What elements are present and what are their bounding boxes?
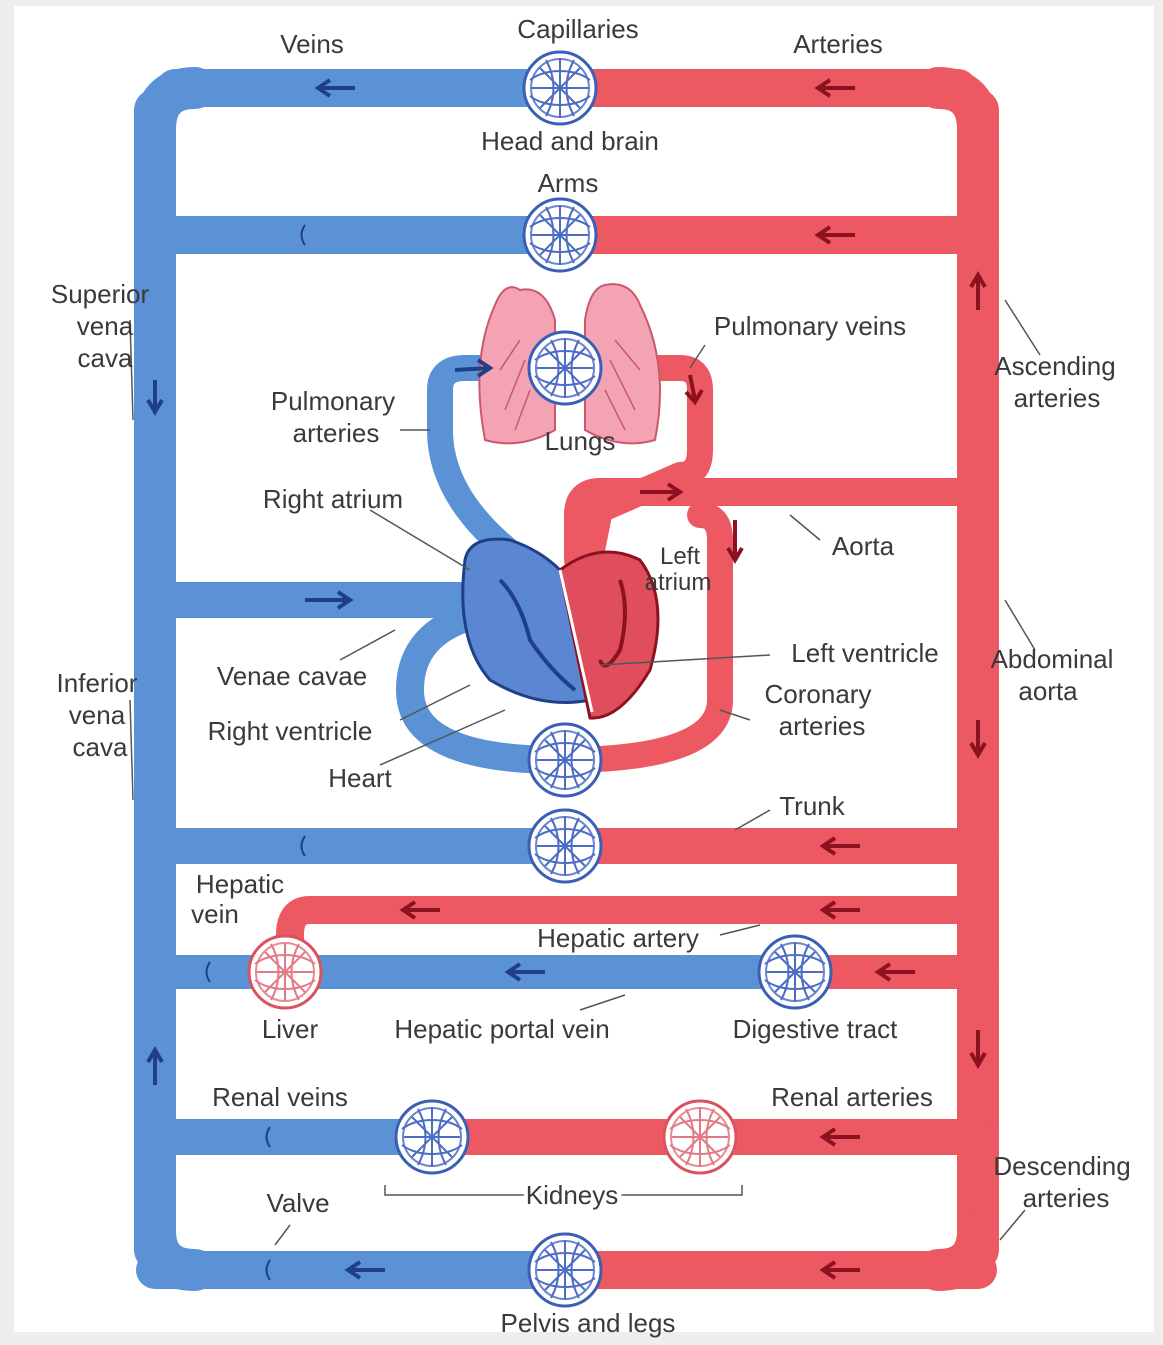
label-right-ventricle: Right ventricle xyxy=(208,716,373,746)
capillary-digestive xyxy=(759,936,831,1008)
capillary-kidney-right xyxy=(664,1101,736,1173)
label-venae-cavae: Venae cavae xyxy=(217,661,367,691)
label-renal-arteries: Renal arteries xyxy=(771,1082,933,1112)
label-veins: Veins xyxy=(280,29,344,59)
label-hepatic-portal-vein: Hepatic portal vein xyxy=(394,1014,609,1044)
capillary-kidney-left xyxy=(396,1101,468,1173)
label-heart: Heart xyxy=(328,763,392,793)
label-renal-veins: Renal veins xyxy=(212,1082,348,1112)
capillary-liver xyxy=(249,936,321,1008)
label-arms: Arms xyxy=(538,168,599,198)
label-arteries: Arteries xyxy=(793,29,883,59)
label-aorta: Aorta xyxy=(832,531,895,561)
label-hepatic-artery: Hepatic artery xyxy=(537,923,699,953)
label-kidneys: Kidneys xyxy=(526,1180,619,1210)
capillary-head xyxy=(524,52,596,124)
label-right-atrium: Right atrium xyxy=(263,484,403,514)
label-liver: Liver xyxy=(262,1014,319,1044)
label-pelvis-and-legs: Pelvis and legs xyxy=(501,1308,676,1338)
capillary-arms xyxy=(524,199,596,271)
label-pulmonary-veins: Pulmonary veins xyxy=(714,311,906,341)
label-valve: Valve xyxy=(266,1188,329,1218)
capillary-trunk xyxy=(529,810,601,882)
label-digestive-tract: Digestive tract xyxy=(733,1014,898,1044)
capillary-lungs xyxy=(529,332,601,404)
label-trunk: Trunk xyxy=(779,791,845,821)
label-capillaries: Capillaries xyxy=(517,14,638,44)
label-head-and-brain: Head and brain xyxy=(481,126,659,156)
label-lungs: Lungs xyxy=(545,426,616,456)
label-left-ventricle: Left ventricle xyxy=(791,638,938,668)
capillary-legs xyxy=(529,1234,601,1306)
capillary-coronary xyxy=(529,724,601,796)
